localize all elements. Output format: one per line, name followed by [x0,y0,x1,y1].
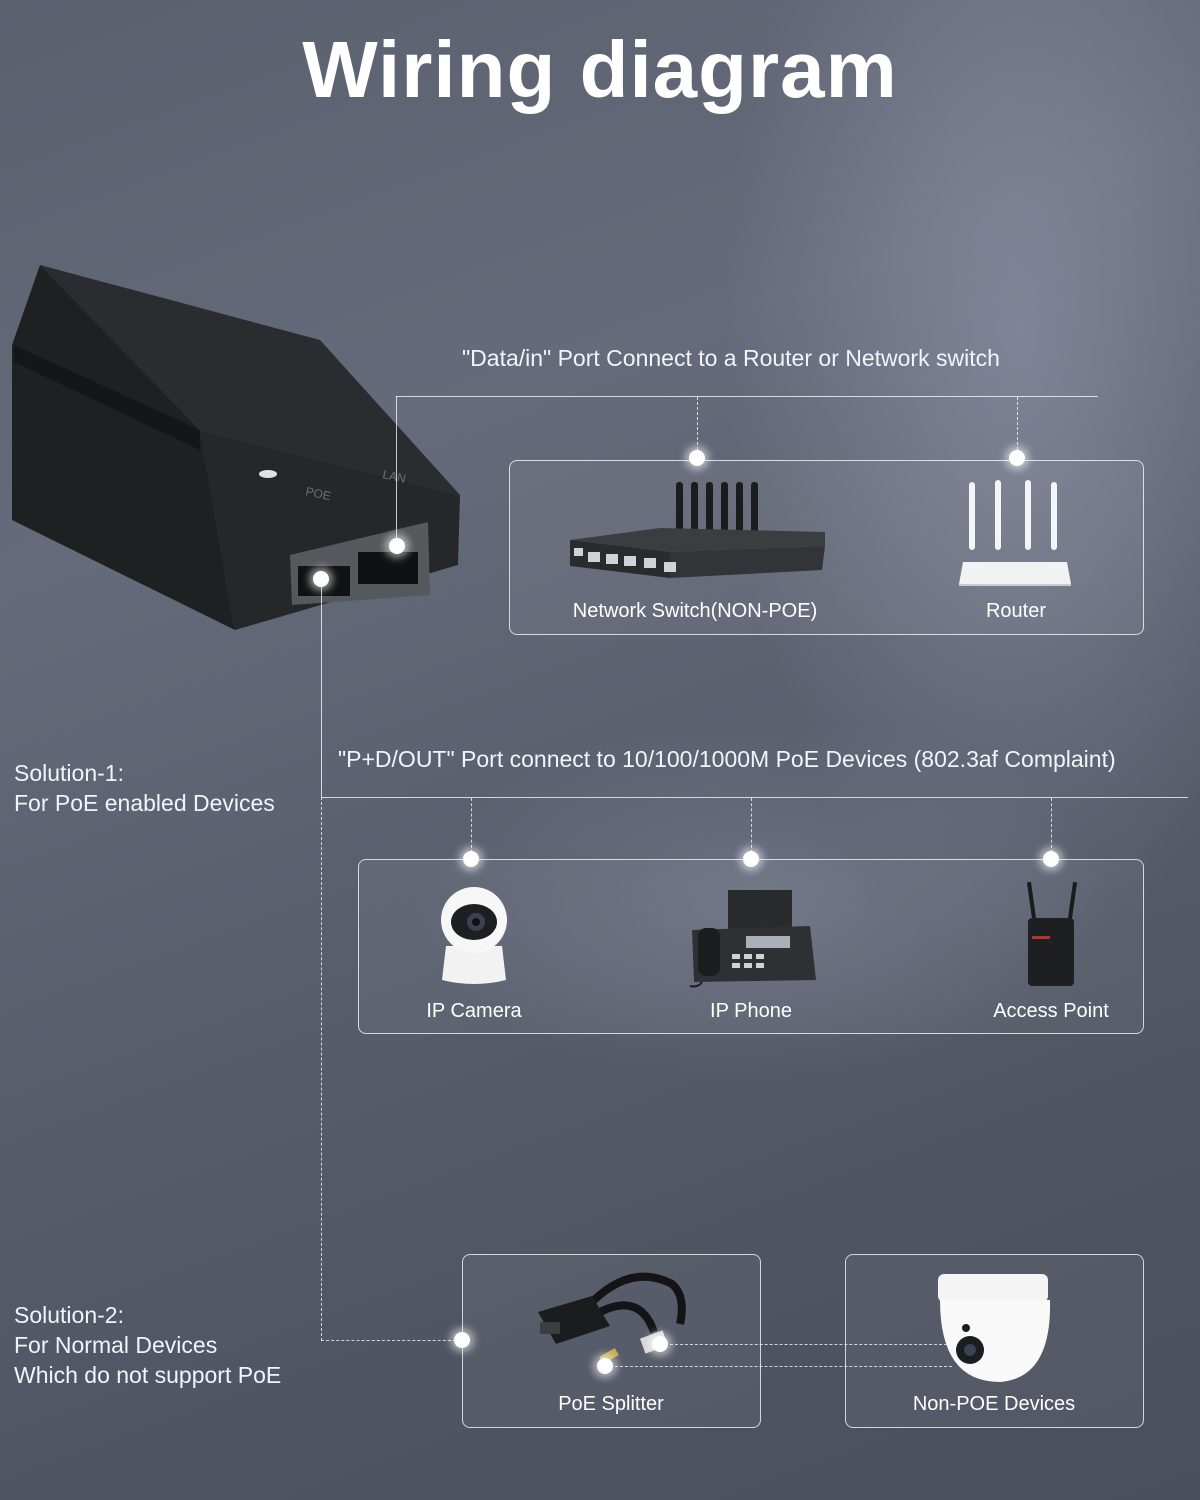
poe-port-dot [313,571,329,587]
switch-drop-line [697,397,698,455]
phone-connection-dot [743,851,759,867]
non-poe-devices-label: Non-POE Devices [912,1393,1076,1415]
splitter-lan-line [660,1344,952,1345]
lan-port [358,552,418,584]
solution1-title: Solution-1: [14,760,124,786]
router-connection-dot [1009,450,1025,466]
poe-splitter-label: PoE Splitter [558,1393,664,1415]
switch-connection-dot [689,450,705,466]
access-point-image [1026,881,1078,986]
solution2-desc-2: Which do not support PoE [14,1362,282,1388]
pd-out-caption: "P+D/OUT" Port connect to 10/100/1000M P… [338,746,1116,772]
access-point-label: Access Point [993,1000,1109,1022]
splitter-input-dot [454,1332,470,1348]
solution2-text: Solution-2: For Normal Devices Which do … [14,1300,281,1390]
solution1-text: Solution-1: For PoE enabled Devices [14,758,275,818]
solution1-desc: For PoE enabled Devices [14,790,275,816]
network-switch-label: Network Switch(NON-POE) [572,600,818,622]
camera-connection-dot [463,851,479,867]
page-title: Wiring diagram [302,25,898,114]
poe-injector-image: POE LAN [12,265,460,630]
data-in-vertical-line [396,396,397,538]
solution2-desc-1: For Normal Devices [14,1332,218,1358]
phone-drop-line [751,798,752,853]
data-in-horizontal-line [396,396,1098,397]
injector-poe-label: POE [304,484,332,503]
ip-camera-label: IP Camera [426,1000,522,1022]
router-drop-line [1017,397,1018,455]
dome-camera-image [938,1274,1051,1382]
poe-out-vertical-line [321,587,322,797]
splitter-dc-line [605,1366,952,1367]
ap-drop-line [1051,798,1052,853]
router-label: Router [985,600,1047,622]
network-switch-image [570,482,825,578]
lan-port-dot [389,538,405,554]
ip-phone-label: IP Phone [710,1000,792,1022]
solution2-title: Solution-2: [14,1302,124,1328]
data-in-caption: "Data/in" Port Connect to a Router or Ne… [462,345,1000,371]
camera-drop-line [471,798,472,853]
solution2-horizontal-line [321,1340,461,1341]
router-image [959,480,1071,586]
solution2-vertical-line [321,797,322,1341]
ap-connection-dot [1043,851,1059,867]
pd-out-horizontal-line [321,797,1188,798]
ip-phone-image [689,890,816,988]
injector-lan-label: LAN [381,467,407,486]
ip-camera-image [441,887,507,984]
